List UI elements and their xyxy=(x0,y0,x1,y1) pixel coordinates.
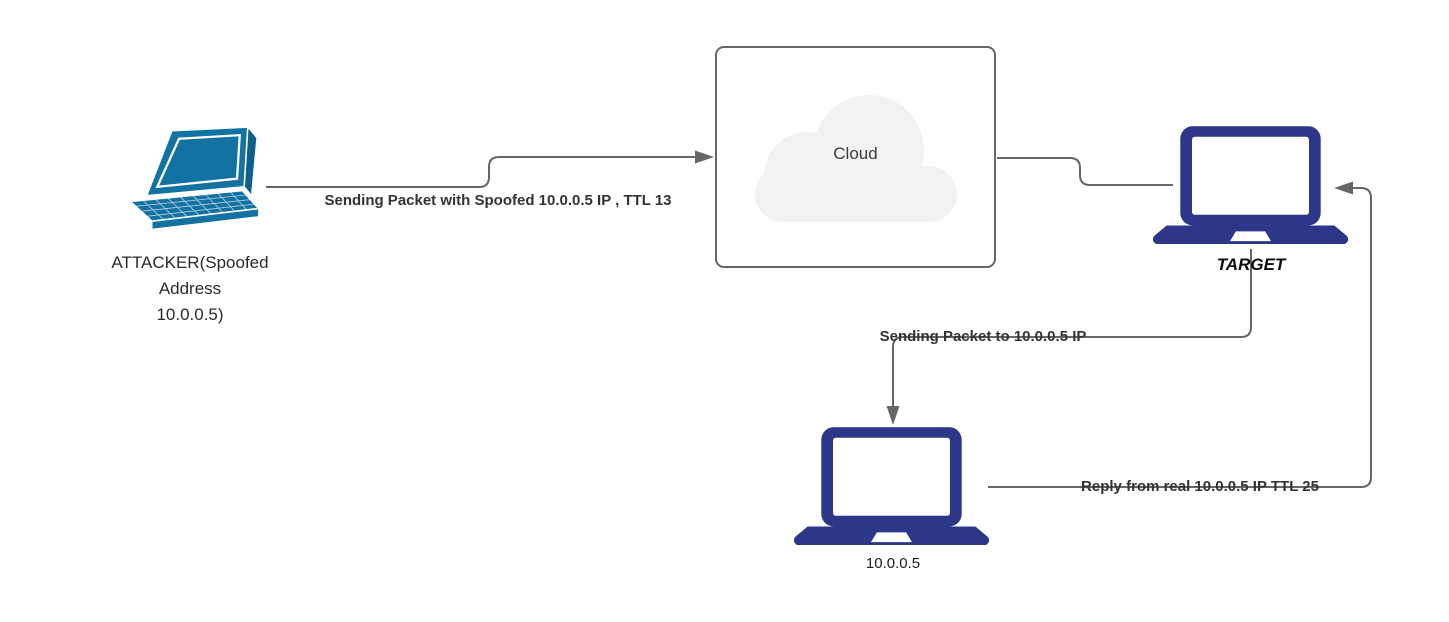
edge-label-target-to-real: Sending Packet to 10.0.0.5 IP xyxy=(879,328,1087,345)
attacker-label: ATTACKER(Spoofed Address 10.0.0.5) xyxy=(111,253,269,324)
cloud-icon xyxy=(755,95,957,222)
node-cloud: Cloud xyxy=(715,46,996,268)
arrowhead-into-cloud xyxy=(695,150,714,164)
node-real-host xyxy=(794,427,989,555)
edge-label-attacker-to-cloud: Sending Packet with Spoofed 10.0.0.5 IP … xyxy=(324,192,672,209)
edge-label-real-to-target: Reply from real 10.0.0.5 IP TTL 25 xyxy=(1081,478,1319,495)
laptop-3d-icon xyxy=(113,127,265,234)
real-host-label: 10.0.0.5 xyxy=(865,555,921,572)
node-attacker xyxy=(113,127,265,234)
edge-attacker-to-cloud xyxy=(266,156,695,188)
node-target xyxy=(1153,126,1348,254)
target-label: TARGET xyxy=(1216,255,1286,274)
laptop-icon xyxy=(1153,126,1348,249)
edge-cloud-to-target xyxy=(997,157,1173,186)
laptop-icon xyxy=(794,427,989,550)
arrowhead-into-real-host xyxy=(886,406,900,425)
cloud-label: Cloud xyxy=(833,144,878,163)
